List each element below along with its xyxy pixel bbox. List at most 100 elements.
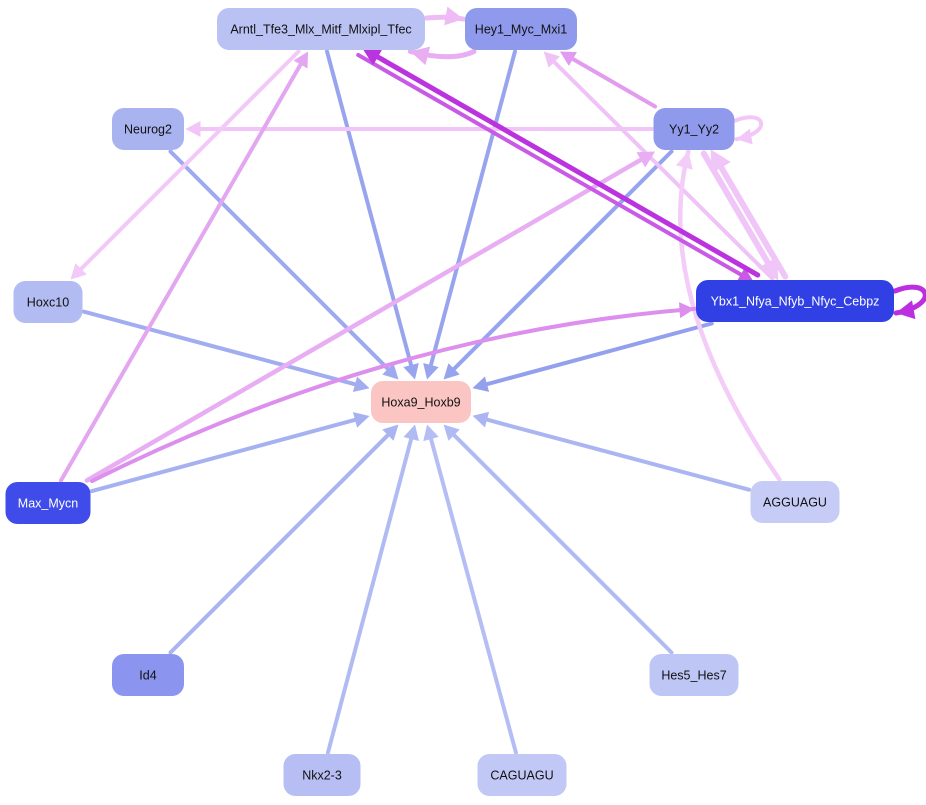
edge-shaft	[448, 149, 674, 375]
node-shape-id4	[112, 654, 184, 696]
edge-id4-hoxa9	[168, 424, 399, 655]
edge-ybx1-hoxa9	[472, 321, 714, 392]
edge-arntl-hey1	[424, 6, 466, 26]
edge-shaft	[678, 149, 782, 482]
edge-arrowhead	[362, 48, 383, 66]
node-max_mycn[interactable]: Max_Mycn	[5, 482, 91, 524]
edge-shaft	[84, 155, 648, 483]
node-shape-caguagu	[477, 754, 567, 796]
edge-arrowhead	[352, 412, 370, 428]
edge-ybx1-hey1	[543, 51, 775, 281]
node-shape-ybx1	[696, 280, 894, 322]
node-ybx1[interactable]: Ybx1_Nfya_Nfyb_Nfyc_Cebpz	[696, 280, 894, 322]
node-shape-max_mycn	[5, 482, 91, 524]
node-hoxc10[interactable]: Hoxc10	[13, 281, 83, 323]
edge-arntl-hoxc10	[70, 49, 301, 280]
node-shape-hoxc10	[13, 281, 83, 323]
edge-arrowhead	[675, 151, 693, 170]
edge-shaft	[356, 52, 747, 279]
node-hoxa9[interactable]: Hoxa9_Hoxb9	[371, 381, 471, 423]
edge-shaft	[448, 429, 674, 655]
node-hey1[interactable]: Hey1_Myc_Mxi1	[465, 8, 577, 50]
edge-shaft	[82, 309, 362, 388]
edge-arrowhead	[472, 376, 490, 392]
edge-self-yy1	[733, 115, 764, 145]
edge-agguagu-yy1	[675, 149, 782, 482]
node-agguagu[interactable]: AGGUAGU	[750, 481, 840, 523]
node-shape-neurog2	[112, 108, 184, 150]
edge-arrowhead	[636, 151, 656, 168]
node-shape-hey1	[465, 8, 577, 50]
edge-shaft	[427, 49, 517, 372]
edge-ybx1-arntl	[362, 48, 761, 278]
edge-hey1-arntl	[407, 46, 477, 66]
edge-caguagu-hoxa9	[423, 424, 518, 755]
node-shape-agguagu	[750, 481, 840, 523]
edge-neurog2-hoxa9	[168, 149, 399, 380]
edge-arrowhead	[736, 128, 753, 145]
edge-arrowhead	[293, 51, 309, 69]
edge-arntl-hoxa9	[325, 49, 419, 380]
node-shape-nkx2_3	[283, 754, 361, 796]
edge-ybx1-yy1	[710, 149, 789, 280]
node-shape-yy1	[653, 108, 735, 150]
node-yy1[interactable]: Yy1_Yy2	[653, 108, 735, 150]
edge-yy1-hey1	[559, 51, 658, 109]
edge-arrowhead	[896, 300, 916, 320]
edge-shaft	[480, 321, 714, 388]
edge-arrowhead	[472, 411, 490, 428]
edge-hes5-hoxa9	[443, 424, 674, 655]
node-arntl[interactable]: Arntl_Tfe3_Mlx_Mitf_Mlxipl_Tfec	[217, 8, 425, 50]
edge-shaft	[325, 49, 415, 372]
node-nkx2_3[interactable]: Nkx2-3	[283, 754, 361, 796]
edge-shaft	[58, 58, 305, 483]
edge-layer	[58, 6, 926, 755]
edge-max_mycn-hoxa9	[90, 412, 370, 494]
edge-arrowhead	[443, 424, 460, 441]
edge-arrowhead	[423, 424, 439, 442]
edge-arrowhead	[543, 51, 560, 68]
node-id4[interactable]: Id4	[112, 654, 184, 696]
edge-arrowhead	[678, 302, 695, 319]
edge-shaft	[480, 416, 751, 492]
edge-shaft	[700, 150, 774, 271]
edge-arrowhead	[710, 149, 731, 174]
edge-arntl-ybx1	[356, 52, 754, 282]
edge-yy1-neurog2	[185, 121, 654, 137]
node-caguagu[interactable]: CAGUAGU	[477, 754, 567, 796]
node-neurog2[interactable]: Neurog2	[112, 108, 184, 150]
edge-shaft	[90, 416, 362, 494]
edge-shaft	[168, 149, 394, 375]
edge-arrowhead	[403, 362, 419, 380]
edge-nkx2_3-hoxa9	[325, 424, 419, 755]
edge-shaft	[427, 432, 518, 755]
node-hes5[interactable]: Hes5_Hes7	[649, 654, 739, 696]
edge-yy1-ybx1	[700, 150, 779, 281]
node-shape-arntl	[217, 8, 425, 50]
edge-arrowhead	[444, 6, 464, 26]
edge-arrowhead	[185, 121, 201, 137]
node-shape-hes5	[649, 654, 739, 696]
edge-arrowhead	[559, 51, 577, 66]
edge-shaft	[90, 306, 697, 484]
edge-self-ybx1	[892, 284, 926, 320]
edge-arrowhead	[352, 376, 370, 393]
edge-shaft	[168, 429, 394, 655]
edge-arrowhead	[410, 46, 431, 66]
edge-hoxc10-hoxa9	[82, 309, 370, 393]
edge-arrowhead	[423, 362, 439, 380]
edge-shaft	[715, 159, 789, 280]
edge-arrowhead	[382, 424, 399, 441]
edge-shaft	[370, 51, 761, 278]
edge-arrowhead	[403, 424, 419, 442]
edge-shaft	[75, 49, 301, 275]
edge-agguagu-hoxa9	[472, 411, 751, 492]
edge-max_mycn-yy1	[84, 151, 656, 483]
edge-hey1-hoxa9	[423, 49, 517, 380]
edge-max_mycn-arntl	[58, 51, 309, 483]
edge-arrowhead	[382, 363, 399, 380]
edge-arrowhead	[736, 267, 754, 282]
edge-arrowhead	[443, 363, 460, 380]
